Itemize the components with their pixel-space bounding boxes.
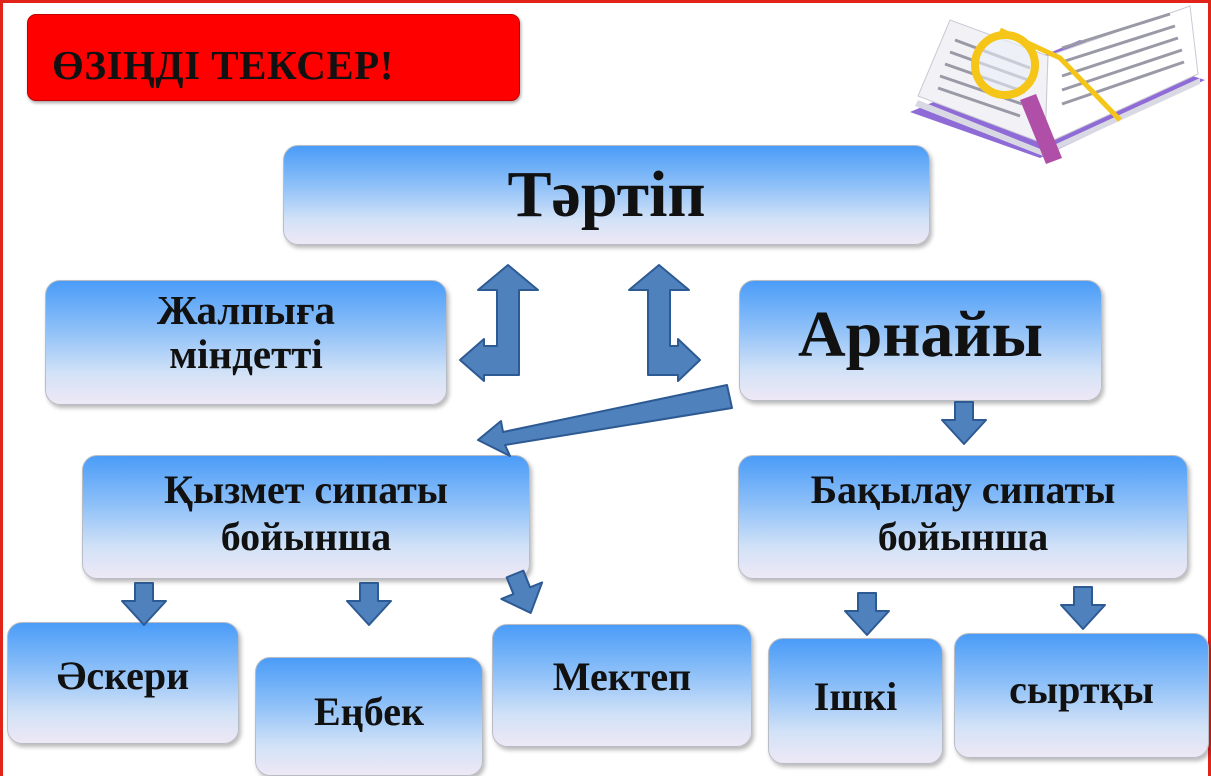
check-yourself-banner: ӨЗІҢДІ ТЕКСЕР! [27, 14, 520, 101]
school-box: Мектеп [492, 624, 752, 747]
internal-label: Ішкі [813, 673, 898, 719]
special-label: Арнайы [798, 297, 1043, 371]
special-to-service-arrow [477, 384, 733, 457]
root-special-bent-arrow [628, 264, 701, 382]
by-control-line1: Бақылау сипаты [810, 466, 1116, 512]
service-to-labor-arrow [346, 582, 392, 626]
special-to-control-arrow [941, 401, 987, 445]
by-service-line2: бойынша [220, 514, 392, 559]
external-box: сыртқы [954, 633, 1209, 758]
general-label-line1: Жалпыға [156, 287, 336, 334]
control-to-internal-arrow [844, 592, 890, 636]
by-control-line2: бойынша [877, 514, 1049, 559]
special-discipline-box: Арнайы [739, 280, 1102, 401]
by-service-line1: Қызмет сипаты [163, 466, 449, 512]
school-label: Мектеп [552, 654, 692, 699]
discipline-root-box: Тәртіп [283, 145, 930, 245]
internal-box: Ішкі [768, 638, 943, 764]
discipline-label: Тәртіп [507, 158, 706, 231]
service-to-school-arrow [493, 564, 553, 623]
root-general-bent-arrow [459, 264, 539, 382]
general-label-line2: міндетті [169, 330, 323, 377]
military-box: Әскери [7, 622, 239, 744]
military-label: Әскери [56, 652, 190, 698]
by-service-box: Қызмет сипаты бойынша [82, 455, 530, 579]
by-control-box: Бақылау сипаты бойынша [738, 455, 1188, 579]
labor-label: Еңбек [314, 689, 424, 734]
control-to-external-arrow [1060, 586, 1106, 630]
external-label: сыртқы [1009, 667, 1154, 712]
general-discipline-box: Жалпыға міндетті [45, 280, 447, 405]
service-to-military-arrow [121, 582, 167, 626]
